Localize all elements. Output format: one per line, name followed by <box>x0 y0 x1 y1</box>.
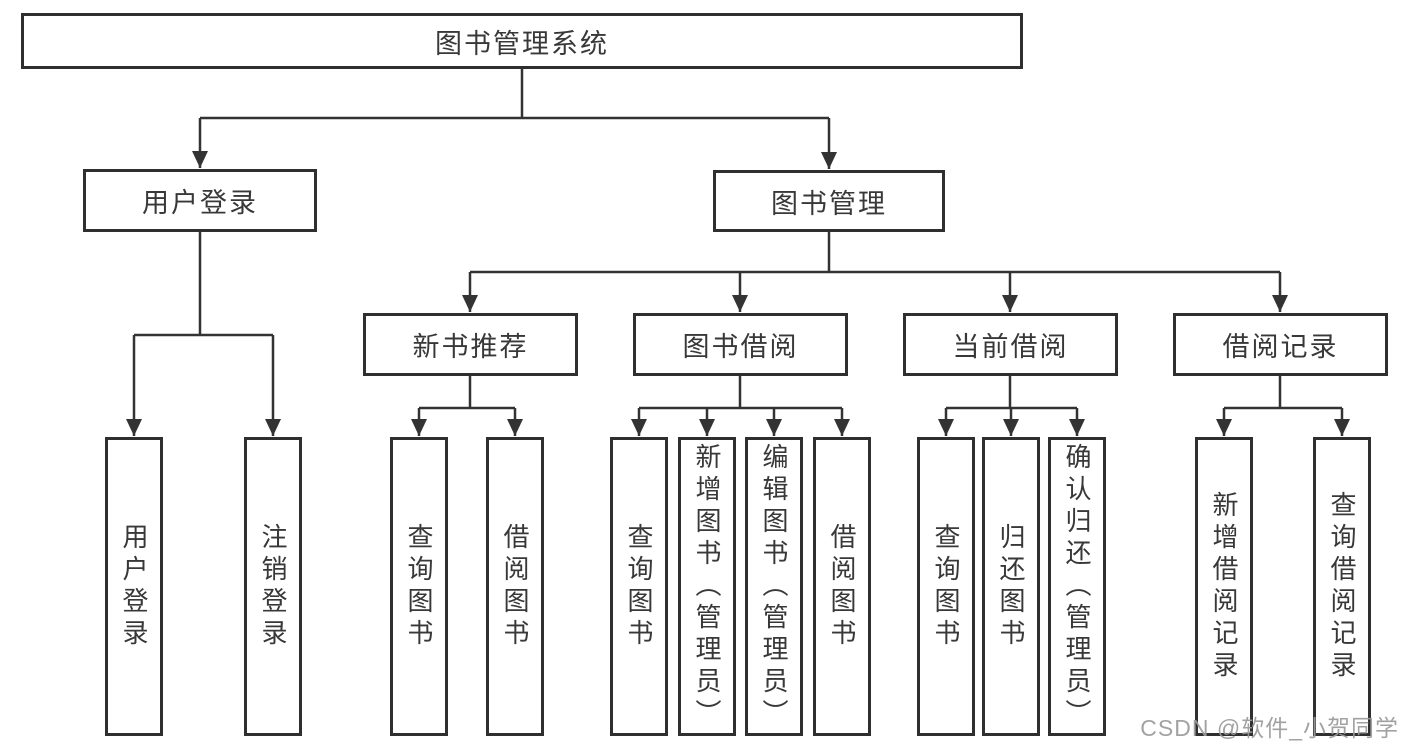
connector-book-mgmt-children <box>462 232 1288 312</box>
node-leaf-add-borrow-record: 新增借阅记录 <box>1195 437 1253 736</box>
connector-root-to-level2 <box>192 69 837 169</box>
node-current-borrowing: 当前借阅 <box>903 313 1118 376</box>
connector-new-book-rec-children <box>411 376 523 436</box>
node-leaf-confirm-return-admin: 确认归还（管理员） <box>1048 437 1106 736</box>
node-leaf-return-books: 归还图书 <box>982 437 1040 736</box>
node-leaf-borrow-books: 借阅图书 <box>813 437 871 736</box>
node-borrow-records: 借阅记录 <box>1173 313 1388 376</box>
node-leaf-add-books-admin: 新增图书（管理员） <box>678 437 736 736</box>
node-leaf-query-books-borrow: 查询图书 <box>610 437 668 736</box>
node-user-login: 用户登录 <box>83 169 317 232</box>
connector-current-borrow-children <box>938 376 1085 436</box>
connector-user-login-children <box>126 232 281 436</box>
node-leaf-query-books-current: 查询图书 <box>917 437 975 736</box>
node-book-management: 图书管理 <box>713 170 945 232</box>
connector-borrow-records-children <box>1216 376 1350 436</box>
node-leaf-query-borrow-record: 查询借阅记录 <box>1313 437 1371 736</box>
node-book-borrowing: 图书借阅 <box>633 313 848 376</box>
node-leaf-logout: 注销登录 <box>244 437 302 736</box>
node-leaf-query-books-rec: 查询图书 <box>390 437 448 736</box>
node-new-book-recommend: 新书推荐 <box>363 313 578 376</box>
node-leaf-user-login: 用户登录 <box>105 437 163 736</box>
node-system-root: 图书管理系统 <box>21 13 1023 69</box>
node-leaf-edit-books-admin: 编辑图书（管理员） <box>745 437 803 736</box>
connector-book-borrow-children <box>631 376 850 436</box>
csdn-watermark: CSDN @软件_小贺同学 <box>1140 715 1399 741</box>
node-leaf-borrow-books-rec: 借阅图书 <box>486 437 544 736</box>
